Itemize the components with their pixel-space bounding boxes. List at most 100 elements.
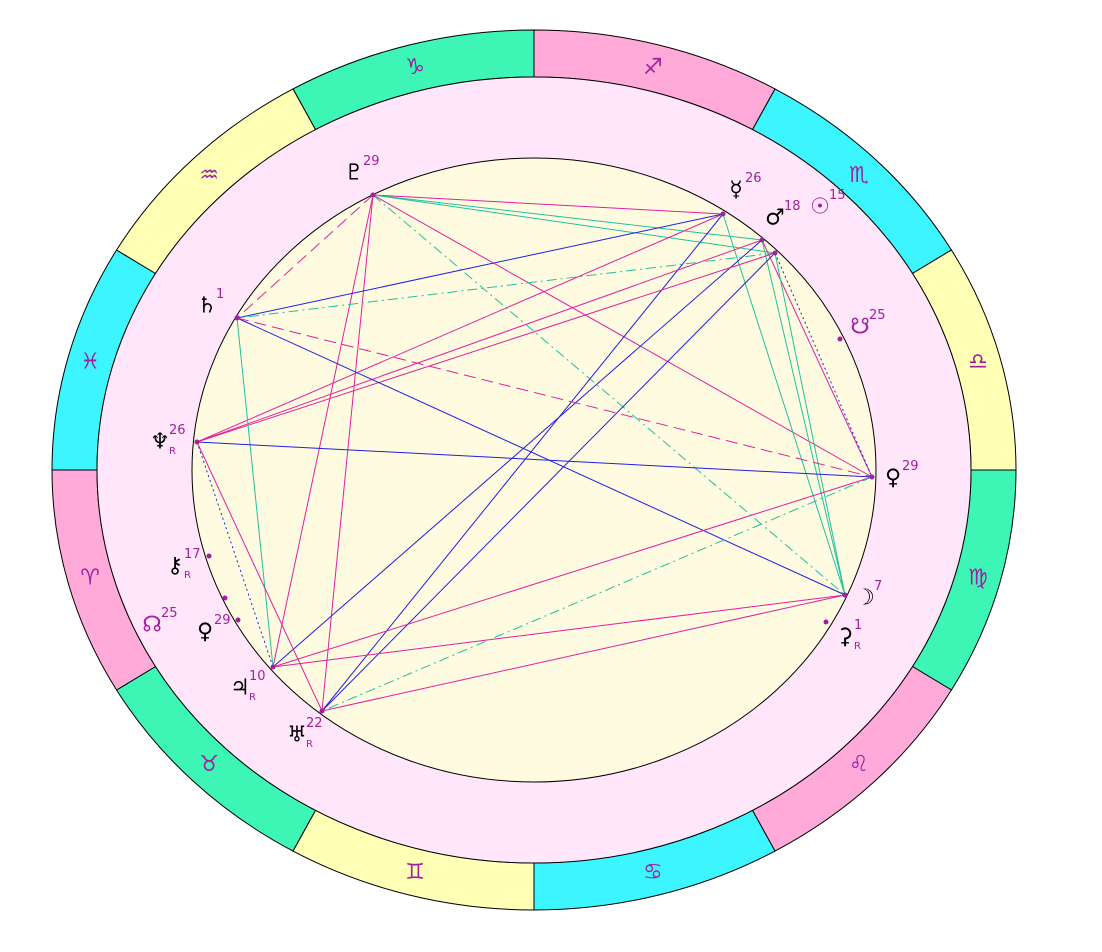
neptune-label: ♆26R [150,423,185,457]
proserpina-icon: ♀ [197,620,213,645]
ceres-retrograde-flag: R [854,641,861,652]
mercury-icon: ☿ [729,178,743,203]
zodiac-ring: ♑♐♏♎♍♌♋♊♉♈♓♒ [51,29,1017,911]
jupiter-icon: ♃ [230,676,250,701]
south-node-degree: 25 [869,308,886,323]
saturn-label: ♄1 [197,287,224,319]
saturn-marker [234,315,240,321]
north-node-label: ☊25 [142,606,177,638]
venus-icon: ♀ [885,466,901,491]
uranus-degree: 22 [306,716,323,731]
mercury-marker [720,211,726,217]
aspect-line-mars-jupiter [272,239,763,668]
mars-label: ♂18 [765,199,800,231]
aspect-line-mercury-saturn [236,213,724,319]
pluto-marker [370,192,376,198]
south-node-icon: ☋ [850,315,870,340]
scorpio-sign-icon: ♏ [849,163,869,188]
jupiter-retrograde-flag: R [249,692,256,703]
libra-sign-icon: ♎ [968,350,988,375]
aspect-line-sun-moon [774,252,846,596]
venus-marker [869,474,875,480]
jupiter-degree: 10 [249,669,266,684]
aspect-line-mercury-moon [722,213,846,596]
capricorn-sign-icon: ♑ [405,55,425,80]
aspect-line-saturn-venus [236,317,873,478]
north-node-marker [222,595,228,601]
cancer-sign-icon: ♋ [643,860,663,885]
neptune-marker [194,439,200,445]
north-node-icon: ☊ [142,613,162,638]
neptune-degree: 26 [169,423,186,438]
saturn-degree: 1 [216,287,224,302]
neptune-icon: ♆ [150,430,170,455]
virgo-sign-icon: ♍ [968,565,988,590]
aspect-line-moon-uranus [321,594,846,712]
proserpina-label: ♀29 [197,613,231,645]
aspect-line-sun-uranus [321,252,776,712]
pisces-sign-icon: ♓ [80,350,100,375]
aspect-line-mercury-neptune [196,213,724,443]
ceres-degree: 1 [854,618,862,633]
ceres-marker [823,619,829,625]
proserpina-marker [235,617,241,623]
leo-sign-icon: ♌ [849,752,869,777]
jupiter-label: ♃10R [230,669,265,703]
moon-marker [842,592,848,598]
aspect-line-pluto-mars [372,194,763,241]
uranus-icon: ♅ [287,723,307,748]
saturn-icon: ♄ [197,294,217,319]
chiron-marker [206,553,212,559]
sagittarius-sign-icon: ♐ [643,55,663,80]
chiron-retrograde-flag: R [184,570,191,581]
planet-markers [194,192,875,714]
aquarius-sign-icon: ♒ [199,163,219,188]
sun-icon: ☉ [810,195,830,220]
pluto-degree: 29 [363,154,380,169]
uranus-retrograde-flag: R [306,739,313,750]
ceres-icon: ⚳ [837,625,853,650]
sun-degree: 15 [829,188,846,203]
aspect-line-sun-venus [774,252,873,478]
moon-label: ☽7 [855,579,882,611]
uranus-marker [319,708,325,714]
mars-icon: ♂ [765,206,785,231]
aspect-line-saturn-jupiter [236,317,274,668]
mars-degree: 18 [784,199,801,214]
proserpina-degree: 29 [214,613,231,628]
aspect-line-neptune-venus [196,441,873,478]
aries-sign-icon: ♈ [80,565,100,590]
aspect-lines [196,194,873,712]
sun-marker [772,250,778,256]
pluto-icon: ♇ [344,161,364,186]
planet-labels: ♇29☿26♂18☉15☋25♀29☽7⚳1R♄1♆26R⚷17R☊25♀29♃… [142,154,918,750]
chiron-icon: ⚷ [167,554,183,579]
venus-label: ♀29 [885,459,919,491]
south-node-label: ☋25 [850,308,885,340]
aspect-line-mars-moon [761,239,846,596]
aspect-line-pluto-venus [372,194,873,478]
aspect-line-pluto-uranus [321,194,374,712]
aspect-line-pluto-moon [372,194,846,596]
aspect-line-mars-neptune [196,239,763,443]
aspect-line-neptune-uranus [196,441,323,712]
aspect-line-pluto-saturn [236,194,374,319]
aspect-line-pluto-sun [372,194,776,254]
jupiter-marker [270,664,276,670]
ceres-label: ⚳1R [837,618,862,652]
aspect-line-sun-neptune [196,252,776,443]
aspect-line-venus-jupiter [272,476,873,668]
aspect-line-mercury-uranus [321,213,724,712]
aspect-line-pluto-jupiter [272,194,374,668]
uranus-label: ♅22R [287,716,322,750]
chiron-label: ⚷17R [167,547,201,581]
north-node-degree: 25 [161,606,178,621]
mercury-label: ☿26 [729,171,761,203]
mercury-degree: 26 [745,171,762,186]
moon-icon: ☽ [855,586,875,611]
sun-label: ☉15 [810,188,845,220]
gemini-sign-icon: ♊ [405,860,425,885]
mars-marker [759,237,765,243]
aspect-line-moon-jupiter [272,594,846,668]
